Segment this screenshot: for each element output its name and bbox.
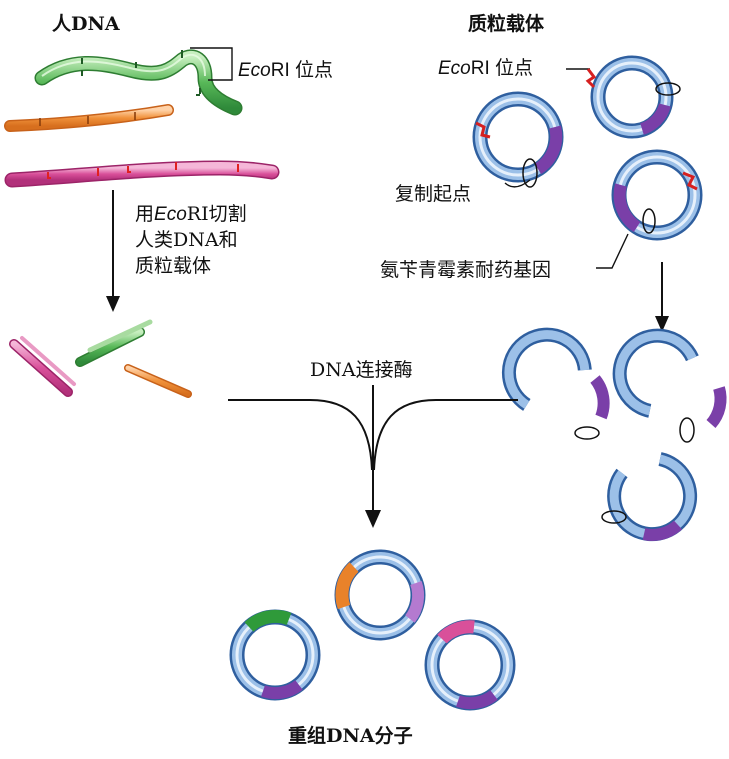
amp-gene-label: 氨苄青霉素耐药基因: [380, 259, 551, 281]
ecori-bracket: [190, 47, 233, 81]
open-plasmid-2: [612, 328, 727, 443]
recombinant-plasmid-orange: [334, 549, 426, 641]
cut-arrow-head: [106, 296, 120, 312]
plasmid-top-right: [585, 55, 681, 139]
pink-fragment: [9, 336, 76, 397]
ecori-site-mark: [585, 68, 597, 89]
orange-dna-strand: [4, 104, 174, 132]
merge-line-left: [228, 399, 373, 471]
merge-line-right: [373, 399, 518, 471]
ecori-site-label-left: EcoRI 位点: [238, 59, 333, 81]
cut-text-line3: 质粒载体: [135, 255, 211, 277]
pink-dna-strand: [4, 160, 280, 188]
green-fragment: [75, 319, 153, 367]
origin-pointer-line: [504, 179, 531, 188]
orange-fragment: [124, 364, 192, 398]
origin-label: 复制起点: [395, 183, 471, 205]
ligase-arrow-head: [365, 510, 381, 528]
plasmid-vector-label: 质粒载体: [468, 12, 545, 35]
ecori-site-mark: [682, 171, 698, 191]
plasmid-cut-arrow-head: [655, 316, 669, 332]
plasmid-bottom-right: [611, 149, 703, 241]
cut-text-line2: 人类DNA和: [135, 229, 238, 251]
human-dna-label: 人DNA: [52, 13, 120, 35]
ligase-label: DNA连接酶: [310, 359, 413, 381]
cut-text-line1: 用EcoRI切割: [135, 203, 247, 225]
open-plasmid-3: [601, 452, 698, 542]
recombinant-label: 重组DNA分子: [288, 724, 413, 747]
amp-pointer-line: [596, 233, 629, 269]
recombinant-plasmid-pink: [424, 619, 516, 711]
ecori-site-mark: [475, 121, 491, 139]
open-plasmid-1: [501, 327, 610, 440]
recombinant-plasmid-green: [229, 609, 321, 701]
ecori-site-label-right: EcoRI 位点: [438, 57, 533, 79]
plasmid-left: [472, 91, 564, 188]
green-dna-strand: [34, 49, 243, 116]
